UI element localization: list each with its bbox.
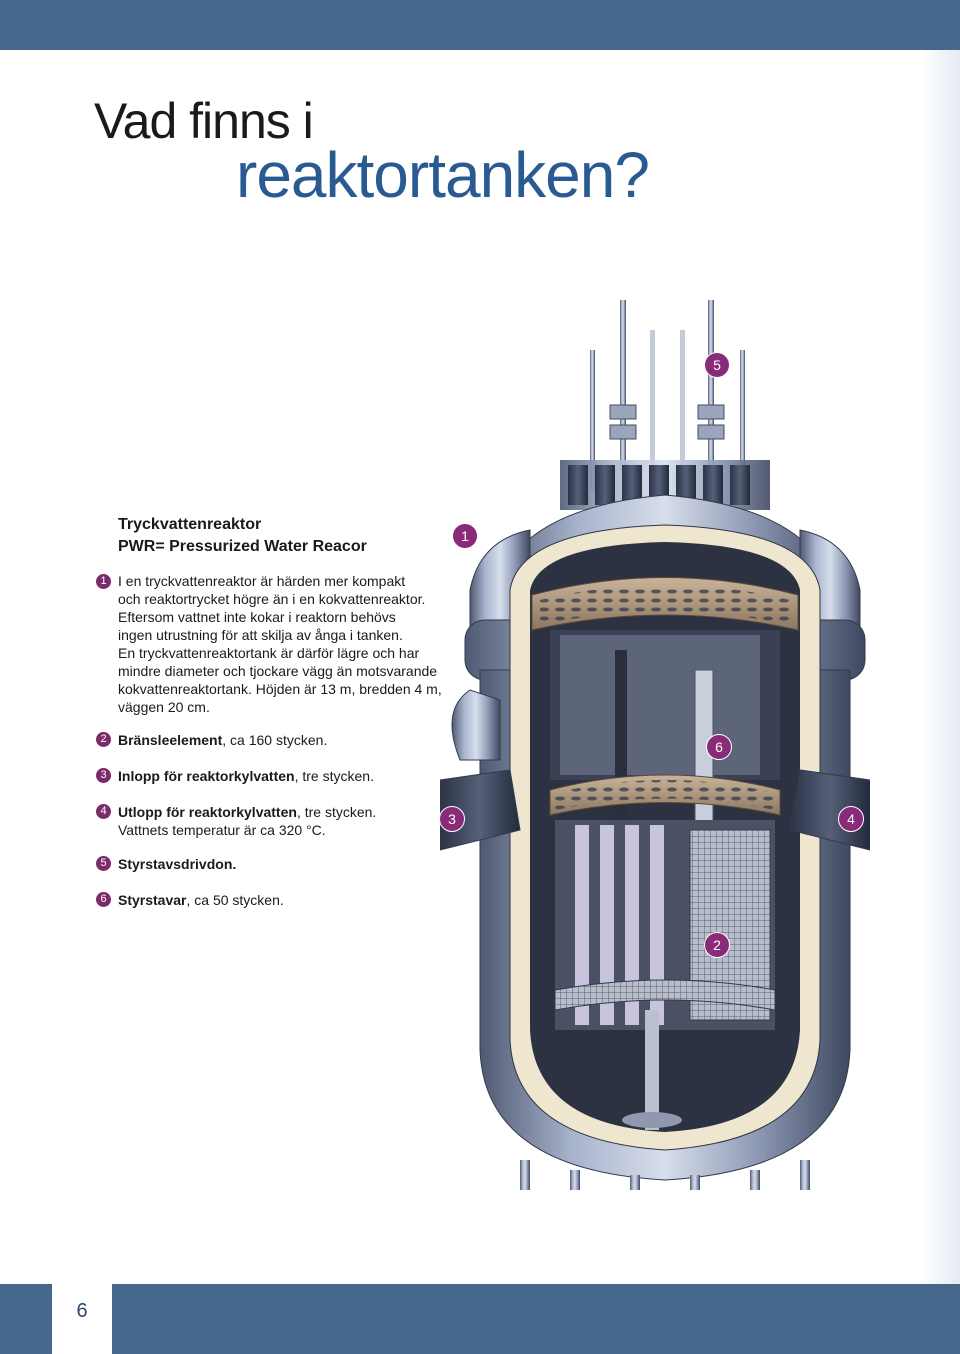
item-5-bold: Styrstavsdrivdon. (118, 856, 237, 872)
reactor-vessel-illustration (440, 300, 870, 1190)
page-number: 6 (76, 1300, 88, 1322)
item-2-label: Bränsleelement, ca 160 stycken. (118, 731, 327, 749)
item-3-badge: 3 (96, 768, 111, 783)
item-4-badge: 4 (96, 804, 111, 819)
item-3-bold: Inlopp för reaktorkylvatten (118, 768, 295, 784)
item-3-rest: , tre stycken. (294, 768, 374, 784)
item-1-line: En tryckvattenreaktortank är därför lägr… (118, 645, 420, 661)
item-6-label: Styrstavar, ca 50 stycken. (118, 891, 284, 909)
subheading-2: PWR= Pressurized Water Reacor (118, 538, 367, 555)
item-4-line2: Vattnets temperatur är ca 320 °C. (118, 822, 326, 838)
item-1-badge: 1 (96, 574, 111, 589)
item-1-text: I en tryckvattenreaktor är härden mer ko… (118, 572, 470, 716)
item-3-label: Inlopp för reaktorkylvatten, tre stycken… (118, 767, 374, 785)
callout-4: 4 (838, 806, 864, 832)
item-1-line: kokvattenreaktortank. Höjden är 13 m, br… (118, 681, 442, 697)
item-1-line: ingen utrustning för att skilja av ånga … (118, 627, 403, 643)
subheading-1: Tryckvattenreaktor (118, 516, 262, 533)
item-4-label: Utlopp för reaktorkylvatten, tre stycken… (118, 803, 376, 839)
item-6-rest: , ca 50 stycken. (186, 892, 284, 908)
item-1-line: Eftersom vattnet inte kokar i reaktorn b… (118, 609, 396, 625)
bottom-band (0, 1284, 960, 1354)
title-line-1: Vad finns i (94, 93, 314, 149)
item-6-badge: 6 (96, 892, 111, 907)
item-4-bold: Utlopp för reaktorkylvatten (118, 804, 297, 820)
item-5-badge: 5 (96, 856, 111, 871)
control-rod-drives (560, 300, 770, 510)
item-2-bold: Bränsleelement (118, 732, 223, 748)
title-line-2: reaktortanken? (236, 139, 650, 211)
item-1-line: mindre diameter och tjockare vägg än mot… (118, 663, 438, 679)
callout-1: 1 (452, 523, 478, 549)
page-number-box (52, 1284, 112, 1354)
item-4-rest: , tre stycken. (296, 804, 377, 820)
item-2-rest: , ca 160 stycken. (222, 732, 328, 748)
right-gradient-strip (920, 50, 960, 1284)
callout-6: 6 (706, 734, 732, 760)
callout-2: 2 (704, 932, 730, 958)
item-5-label: Styrstavsdrivdon. (118, 855, 236, 873)
item-1-line: I en tryckvattenreaktor är härden mer ko… (118, 573, 406, 589)
callout-5: 5 (704, 352, 730, 378)
top-band (0, 0, 960, 50)
item-1-line: väggen 20 cm. (118, 699, 210, 715)
item-2-badge: 2 (96, 732, 111, 747)
callout-3: 3 (439, 806, 465, 832)
item-6-bold: Styrstavar (118, 892, 187, 908)
item-1-line: och reaktortrycket högre än i en kokvatt… (118, 591, 426, 607)
